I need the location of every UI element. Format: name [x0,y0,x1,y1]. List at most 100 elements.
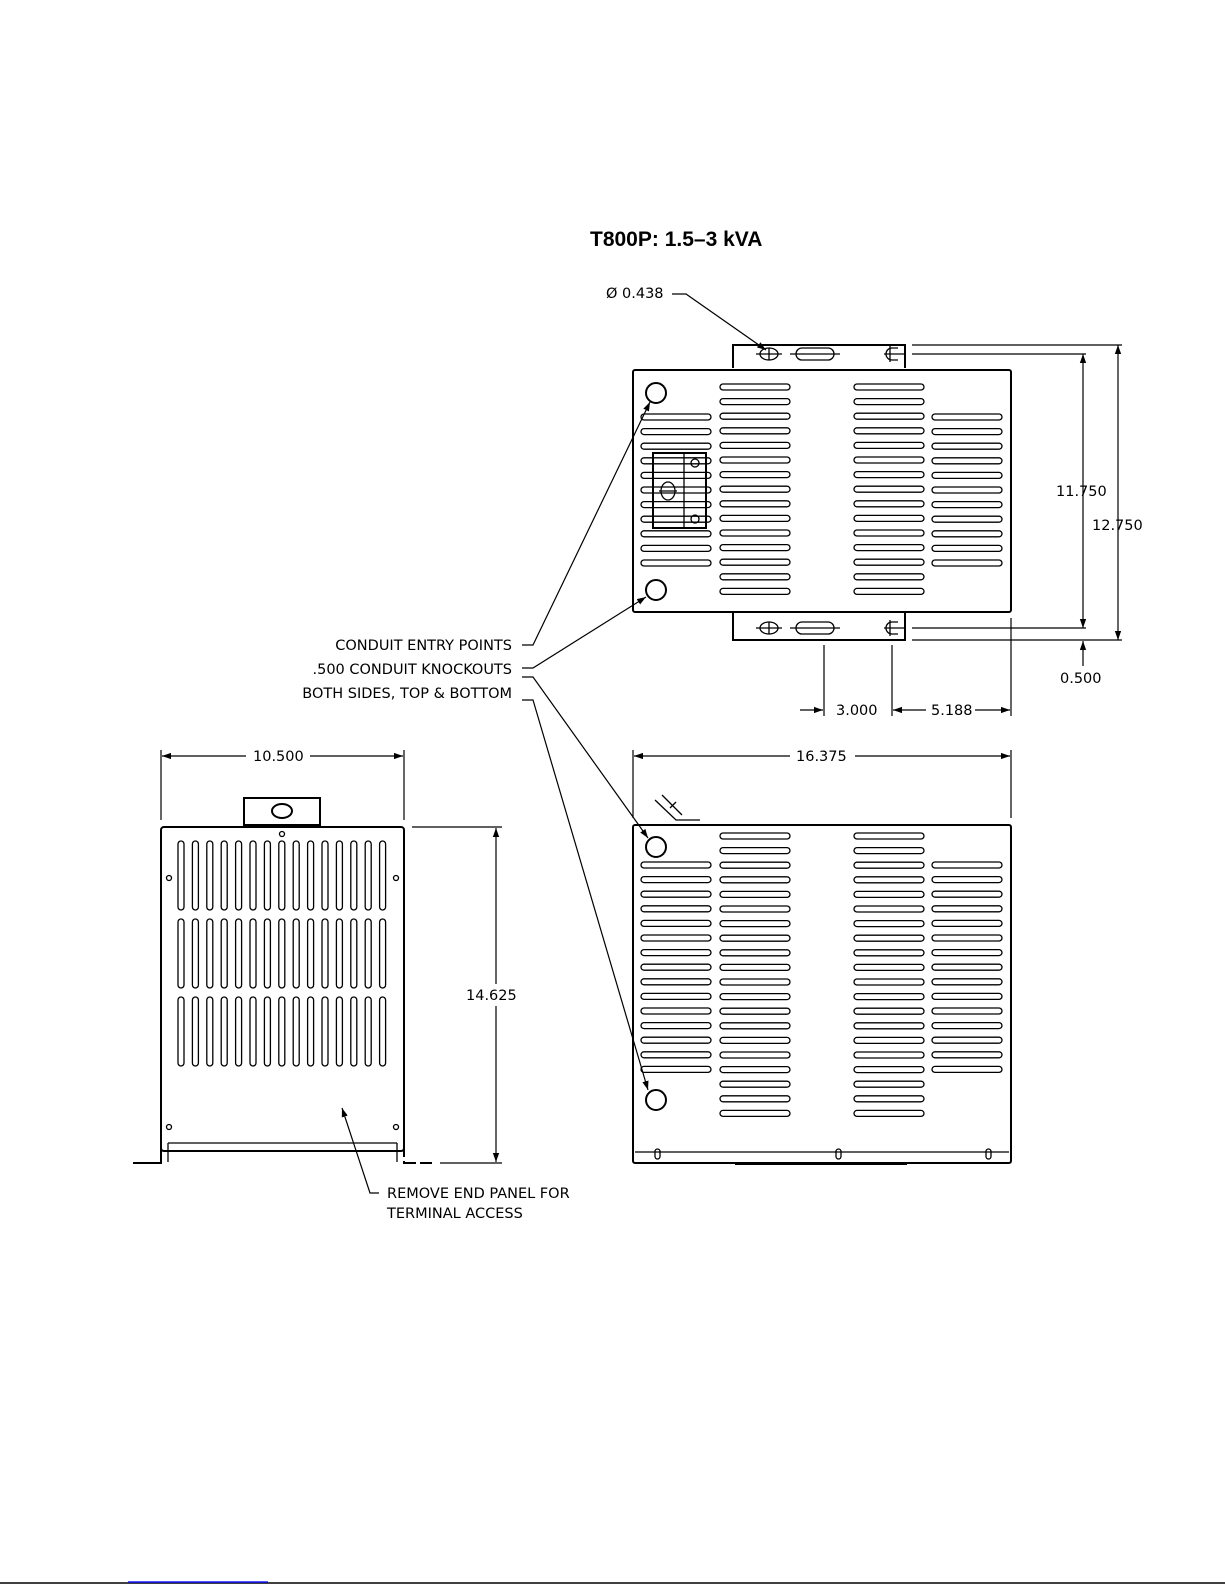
louver-slot [641,964,711,970]
louver-slot [641,1066,711,1072]
louver-slot [641,443,711,449]
louver-slot [854,545,924,551]
louver-slot [641,1037,711,1043]
louver-slot [854,1037,924,1043]
louver-slot [641,560,711,566]
louver-slot [720,399,790,405]
louver-slot [854,428,924,434]
louver-slot [720,1037,790,1043]
louver-slot [720,1081,790,1087]
louver-slot [854,1008,924,1014]
louver-slot [641,458,711,464]
louver-slot [720,472,790,478]
louver-slot [720,457,790,463]
dim-16-375: 16.375 [796,749,847,765]
louver-slot [720,848,790,854]
louver-slot [178,997,184,1066]
end-panel-line-2: TERMINAL ACCESS [386,1206,523,1222]
louver-slot [854,1081,924,1087]
louver-slot [854,457,924,463]
louver-slot [351,919,357,988]
louver-slot [641,862,711,868]
side-view: 16.375 [633,749,1011,1164]
louver-slot [854,399,924,405]
louver-slot [854,877,924,883]
louver-slot [854,964,924,970]
louver-slot [932,487,1002,493]
dim-11-750: 11.750 [1056,484,1107,500]
hole-diameter-callout: Ø 0.438 [606,286,664,302]
louver-slot [264,841,270,910]
louver-slot [720,413,790,419]
louver-slot [720,574,790,580]
louver-slot [720,979,790,985]
louver-slot [336,841,342,910]
louver-slot [932,979,1002,985]
louver-slot [854,950,924,956]
louver-slot [322,997,328,1066]
louver-slot [322,919,328,988]
conduit-knockout [646,837,666,857]
louver-slot [264,919,270,988]
louver-slot [932,877,1002,883]
louver-slot [380,841,386,910]
louver-slot [720,442,790,448]
louver-slot [641,531,711,537]
louver-slot [720,862,790,868]
louver-slot [308,919,314,988]
louver-slot [932,458,1002,464]
louver-slot [365,919,371,988]
louver-slot [720,833,790,839]
louver-slot [192,919,198,988]
louver-slot [322,841,328,910]
louver-slot [854,979,924,985]
louver-slot [854,906,924,912]
louver-slot [221,919,227,988]
louver-slot [308,997,314,1066]
louver-slot [641,545,711,551]
louver-slot [264,997,270,1066]
louver-slot [854,1052,924,1058]
louver-slot [932,906,1002,912]
louver-slot [854,935,924,941]
louver-slot [932,891,1002,897]
top-view: 11.750 12.750 0.500 3.000 5.188 Ø 0.438 [606,286,1143,719]
dim-5-188: 5.188 [931,703,973,719]
louver-slot [854,1023,924,1029]
louver-slot [854,442,924,448]
louver-slot [932,1008,1002,1014]
louver-slot [641,429,711,435]
louver-slot [854,384,924,390]
louver-slot [720,877,790,883]
conduit-knockout [646,383,666,403]
louver-slot [380,997,386,1066]
louver-slot [351,841,357,910]
louver-slot [351,997,357,1066]
louver-slot [178,841,184,910]
side-view-louvers [641,833,1002,1116]
louver-slot [932,560,1002,566]
end-panel-note: REMOVE END PANEL FOR TERMINAL ACCESS [342,1108,570,1222]
louver-slot [932,1052,1002,1058]
note-line-3: BOTH SIDES, TOP & BOTTOM [302,686,512,702]
louver-slot [720,1023,790,1029]
dim-14-625: 14.625 [466,988,517,1004]
louver-slot [720,588,790,594]
louver-slot [720,906,790,912]
top-view-louvers [641,384,1002,594]
louver-slot [178,919,184,988]
louver-slot [720,515,790,521]
louver-slot [932,502,1002,508]
louver-slot [380,919,386,988]
louver-slot [720,1067,790,1073]
louver-slot [641,877,711,883]
louver-slot [854,1096,924,1102]
louver-slot [854,486,924,492]
louver-slot [293,919,299,988]
louver-slot [641,950,711,956]
louver-slot [720,1096,790,1102]
louver-slot [854,848,924,854]
louver-slot [854,515,924,521]
louver-slot [854,559,924,565]
end-panel-line-1: REMOVE END PANEL FOR [387,1186,570,1202]
